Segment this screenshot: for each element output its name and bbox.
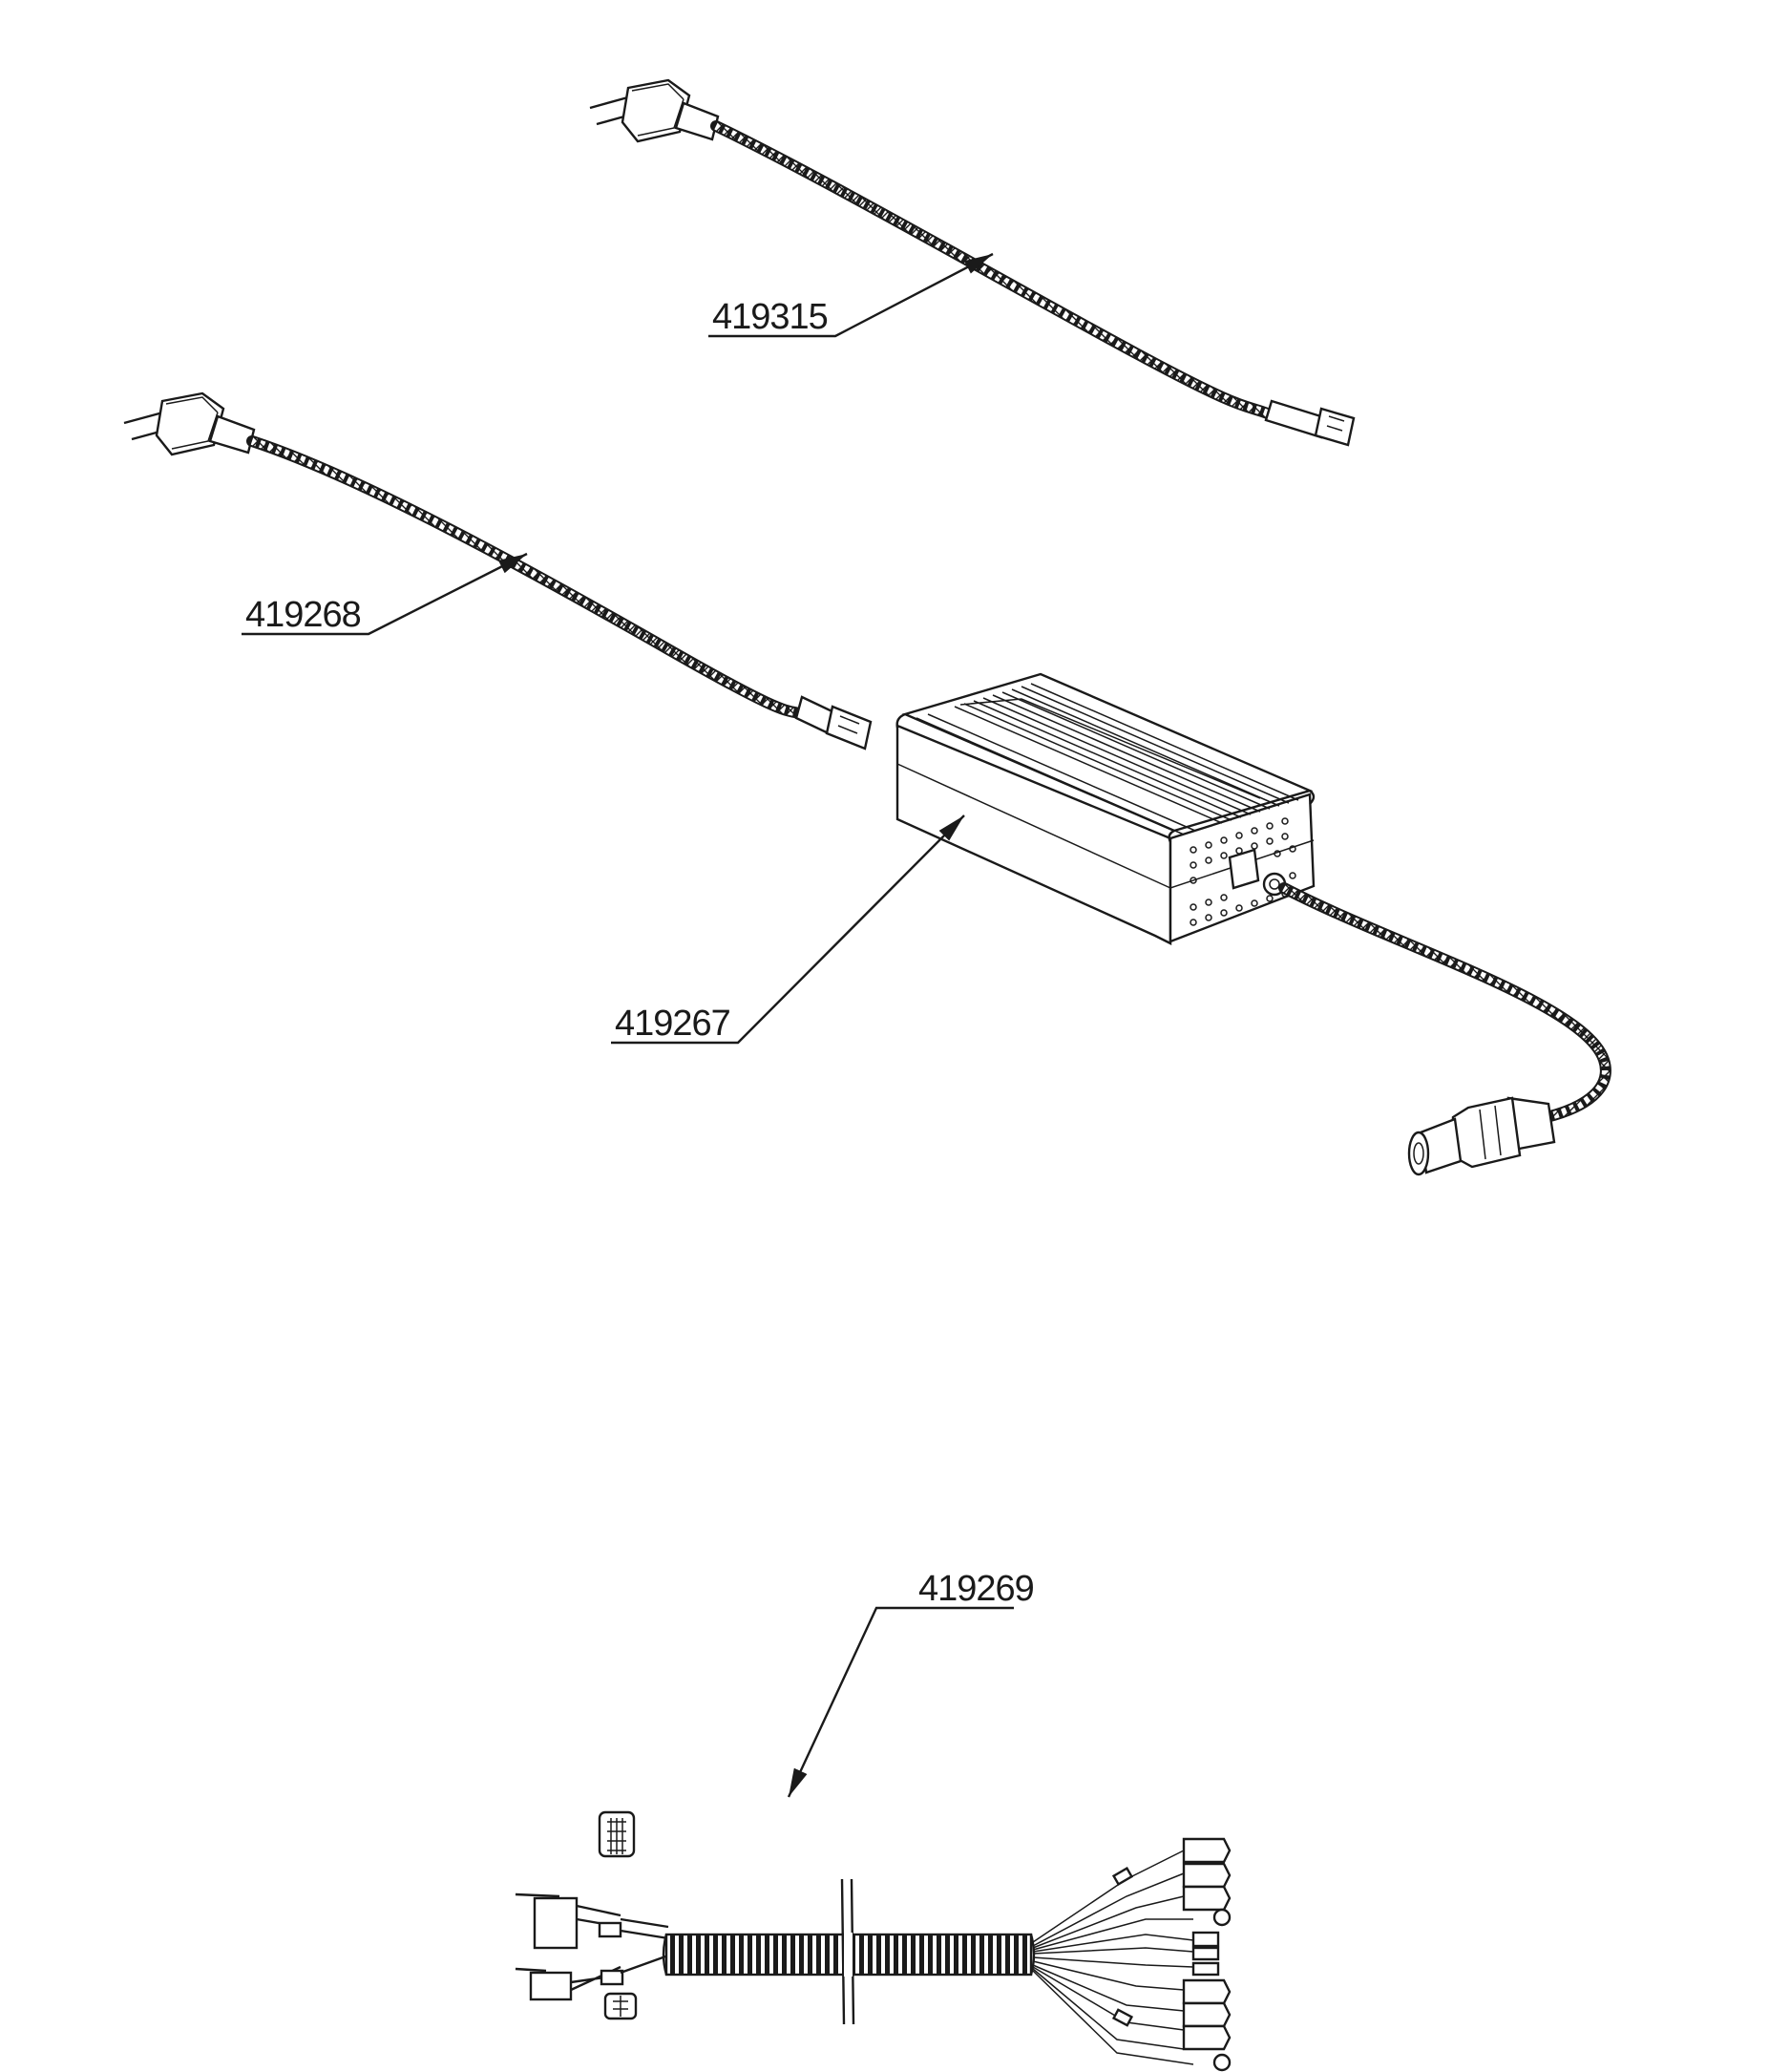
charger-output-connector <box>1407 1096 1556 1176</box>
heatsink-ribs <box>916 683 1299 835</box>
iec-connector-lower <box>794 695 873 751</box>
callout-label-419269: 419269 <box>918 1569 1034 1609</box>
harness-left-connectors <box>515 1892 669 2001</box>
euro-plug-lower <box>123 391 256 456</box>
power-cord-upper <box>589 78 1356 447</box>
battery-charger <box>895 672 1316 945</box>
charger-output-cable <box>1278 882 1611 1123</box>
power-cord-lower <box>123 391 873 751</box>
harness-right-terminals <box>1032 1837 1232 2072</box>
cable-lower <box>246 435 815 722</box>
multipin-connector-icon <box>598 1810 636 1858</box>
callout-label-419267: 419267 <box>615 1004 730 1044</box>
small-connector-icon <box>603 1992 638 2020</box>
euro-plug-upper <box>589 78 720 143</box>
callout-label-419268: 419268 <box>245 595 361 635</box>
iec-connector-upper <box>1264 399 1356 447</box>
callout-leaders <box>242 252 1014 1798</box>
callout-label-419315: 419315 <box>712 297 828 337</box>
wiring-harness <box>515 1810 1232 2072</box>
